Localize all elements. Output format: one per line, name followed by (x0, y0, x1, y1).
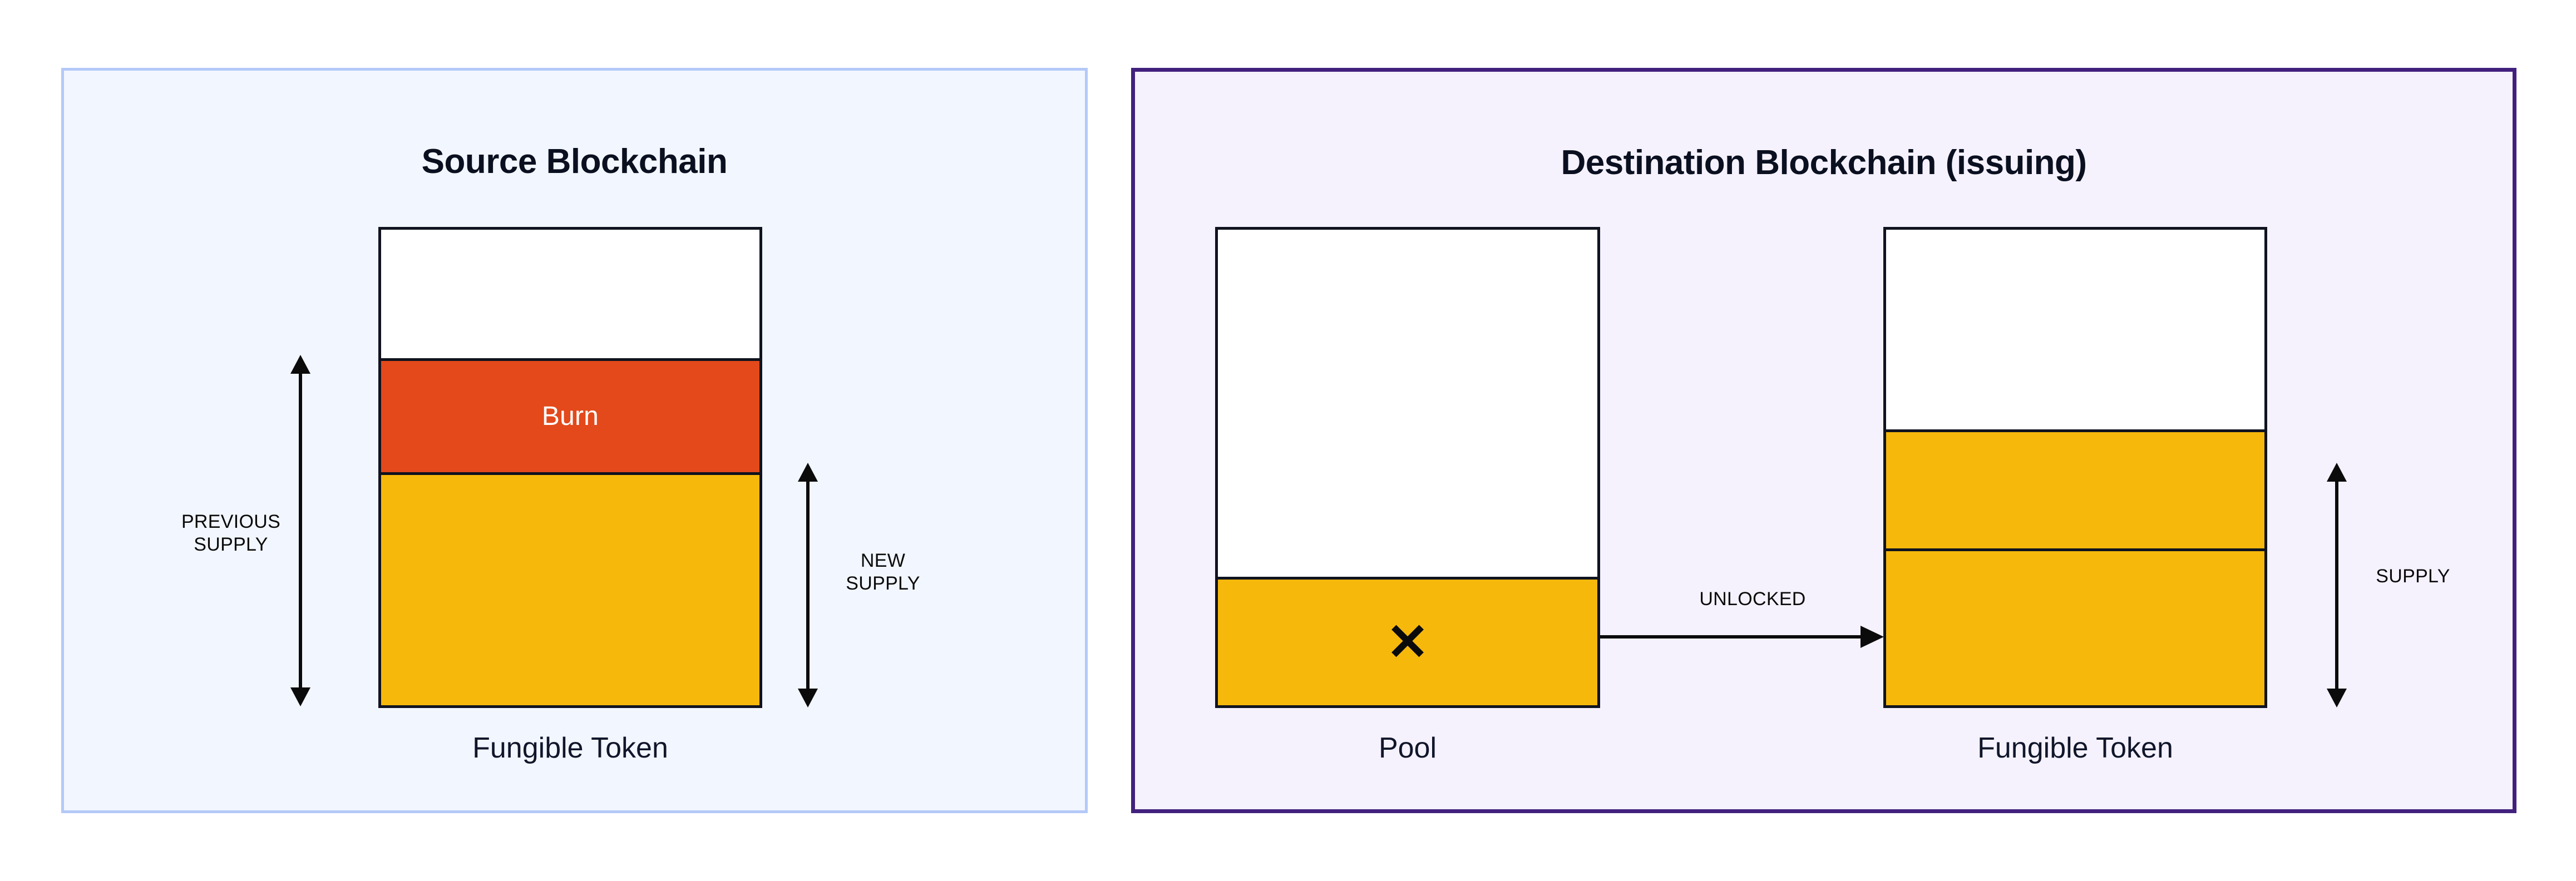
panel-title-source: Source Blockchain (421, 142, 728, 181)
band-source-burn: Burn (381, 358, 759, 473)
box-source-fungible-token: Burn (378, 227, 762, 708)
band-dest-empty (1886, 230, 2264, 430)
band-source-token-supply (381, 472, 759, 705)
measure-arrow-supply (2326, 463, 2348, 707)
measure-arrow-new-supply (797, 463, 819, 707)
band-label-burn: Burn (541, 402, 599, 432)
band-dest-existing-supply (1886, 429, 2264, 548)
box-destination-fungible-token (1883, 227, 2267, 708)
measure-label-new-supply: NEW SUPPLY (846, 550, 920, 595)
measure-label-supply: SUPPLY (2376, 566, 2450, 587)
band-pool-empty (1218, 230, 1597, 577)
close-icon: ✕ (1386, 614, 1429, 671)
panel-title-destination: Destination Blockchain (issuing) (1561, 143, 2087, 182)
band-pool-locked: ✕ (1218, 577, 1597, 705)
caption-pool: Pool (1378, 732, 1437, 764)
flow-label-unlocked: UNLOCKED (1699, 588, 1806, 610)
flow-arrow-unlocked (1600, 626, 1884, 651)
measure-arrow-previous-supply (289, 355, 312, 706)
caption-destination-fungible-token: Fungible Token (1977, 732, 2173, 764)
band-source-empty (381, 230, 759, 358)
box-pool: ✕ (1215, 227, 1600, 708)
measure-label-previous-supply: PREVIOUS SUPPLY (181, 511, 281, 556)
band-dest-unlocked-supply (1886, 548, 2264, 705)
caption-source-fungible-token: Fungible Token (472, 732, 668, 764)
